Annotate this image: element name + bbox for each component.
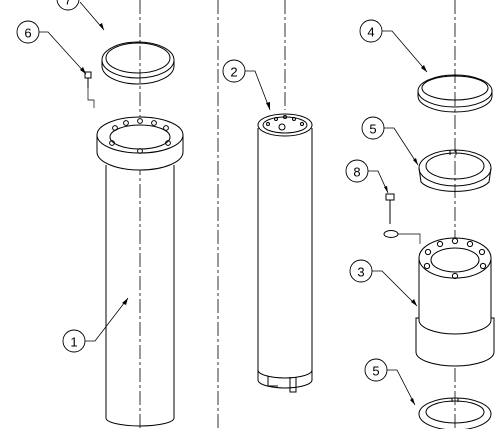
leader-5-lower <box>387 369 416 406</box>
arrowhead-8 <box>384 186 388 193</box>
callout-4: 4 <box>359 19 383 43</box>
callout-5-upper: 5 <box>361 116 385 140</box>
arrowhead-1 <box>122 298 128 305</box>
part-3-housing <box>415 237 495 367</box>
callout-4-label: 4 <box>367 25 374 40</box>
callout-5-lower: 5 <box>364 358 388 382</box>
callout-8-label: 8 <box>353 165 360 180</box>
callout-7-label: 7 <box>64 0 71 8</box>
callout-6: 6 <box>16 20 40 44</box>
part-5-lower-split-ring <box>418 397 492 429</box>
callout-5-upper-label: 5 <box>369 122 376 137</box>
leader-1 <box>85 297 129 342</box>
leader-2 <box>245 70 271 111</box>
callout-3-label: 3 <box>357 265 364 280</box>
leader-4 <box>382 30 428 73</box>
arrowhead-5-lower <box>410 398 415 405</box>
callout-2: 2 <box>222 59 246 83</box>
arrowhead-4 <box>421 65 427 72</box>
callout-3: 3 <box>349 259 373 283</box>
leader-6 <box>39 31 87 75</box>
arrowhead-7 <box>99 23 104 30</box>
arrowhead-3 <box>411 299 417 306</box>
callout-6-label: 6 <box>24 26 31 41</box>
callout-1: 1 <box>62 329 86 353</box>
part-8-pin <box>383 193 421 244</box>
callout-1-label: 1 <box>70 335 77 350</box>
leader-8 <box>368 170 389 194</box>
leader-3 <box>372 270 418 307</box>
arrowhead-5-upper <box>413 158 418 165</box>
arrowhead-6 <box>80 67 86 74</box>
leader-5-upper <box>384 127 419 166</box>
part-2-tube <box>257 113 313 393</box>
part-5-upper-split-ring <box>418 149 492 192</box>
arrowhead-2 <box>266 102 270 110</box>
callout-5-lower-label: 5 <box>372 364 379 379</box>
callout-2-label: 2 <box>230 65 237 80</box>
callout-7: 7 <box>56 0 80 11</box>
callout-8: 8 <box>345 159 369 183</box>
part-6-screw <box>84 71 95 108</box>
part-7-ring <box>101 41 175 85</box>
part-4-ring <box>417 74 493 113</box>
part-1-cylinder <box>96 116 184 427</box>
